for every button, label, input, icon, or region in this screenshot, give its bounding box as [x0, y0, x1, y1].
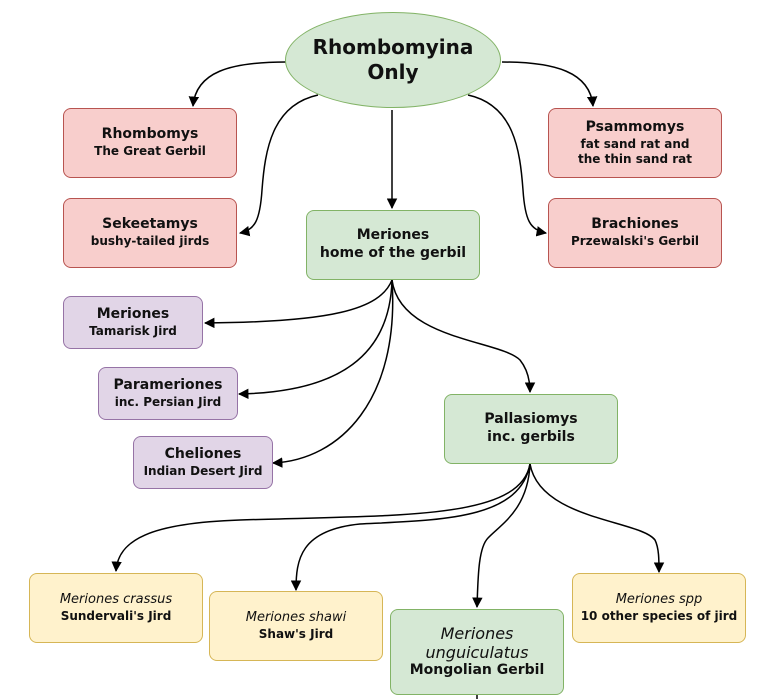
- node-brachiones[interactable]: Brachiones Przewalski's Gerbil: [548, 198, 722, 268]
- edge-pallasiomys-spp: [529, 463, 665, 574]
- node-cheliones[interactable]: Cheliones Indian Desert Jird: [133, 436, 273, 489]
- node-title: Parameriones: [113, 376, 223, 393]
- species-name: Meriones spp: [615, 592, 703, 607]
- node-subtitle: Przewalski's Gerbil: [570, 234, 700, 249]
- node-pallasiomys[interactable]: Pallasiomys inc. gerbils: [444, 394, 618, 464]
- node-sekeetamys[interactable]: Sekeetamys bushy-tailed jirds: [63, 198, 237, 268]
- edge-meriones-tamarisk: [203, 279, 393, 329]
- species-common-name: Mongolian Gerbil: [409, 662, 545, 679]
- edge-meriones-pallasiomys: [391, 279, 536, 394]
- edge-root-psammomys: [501, 61, 598, 108]
- node-subtitle: Indian Desert Jird: [143, 463, 263, 478]
- node-title: Meriones: [96, 305, 170, 322]
- node-title: Psammomys: [585, 118, 685, 135]
- node-title: Sekeetamys: [102, 216, 198, 233]
- species-name: Meriones crassus: [59, 592, 173, 607]
- root-title-line1: Rhombomyina: [312, 35, 474, 59]
- node-meriones-spp[interactable]: Meriones spp 10 other species of jird: [572, 573, 746, 643]
- node-subgenus-meriones[interactable]: Meriones Tamarisk Jird: [63, 296, 203, 349]
- species-common-name: 10 other species of jird: [580, 608, 738, 623]
- node-meriones[interactable]: Meriones home of the gerbil: [306, 210, 480, 280]
- node-subtitle-line2: the thin sand rat: [577, 151, 692, 166]
- node-subtitle: Tamarisk Jird: [89, 323, 177, 338]
- root-node-rhombomyina[interactable]: Rhombomyina Only: [285, 12, 501, 108]
- edge-root-rhombomys: [188, 61, 287, 108]
- node-subtitle-line1: fat sand rat and: [580, 136, 690, 151]
- node-psammomys[interactable]: Psammomys fat sand rat and the thin sand…: [548, 108, 722, 178]
- node-subtitle: The Great Gerbil: [94, 144, 206, 159]
- edge-pallasiomys-crassus: [111, 463, 531, 573]
- node-title: Pallasiomys: [484, 411, 578, 428]
- node-subtitle: inc. gerbils: [487, 429, 575, 445]
- species-name-line2: unguiculatus: [425, 643, 529, 663]
- node-meriones-unguiculatus[interactable]: Meriones unguiculatus Mongolian Gerbil: [390, 609, 564, 695]
- species-name: Meriones shawi: [245, 610, 347, 625]
- node-title: Brachiones: [591, 216, 679, 233]
- node-title: Rhombomys: [101, 126, 199, 143]
- node-parameriones[interactable]: Parameriones inc. Persian Jird: [98, 367, 238, 420]
- node-title: Cheliones: [164, 445, 242, 462]
- node-title: Meriones: [356, 227, 430, 244]
- edge-pallasiomys-shawi: [290, 463, 531, 592]
- edge-meriones-cheliones: [271, 279, 394, 468]
- edge-pallasiomys-unguiculatus: [472, 463, 531, 609]
- node-rhombomys[interactable]: Rhombomys The Great Gerbil: [63, 108, 237, 178]
- species-common-name: Shaw's Jird: [258, 626, 334, 641]
- root-title-line2: Only: [367, 60, 419, 84]
- edge-root-sekeetamys: [238, 94, 319, 237]
- edge-root-brachiones: [467, 94, 548, 237]
- node-subtitle: bushy-tailed jirds: [90, 234, 210, 249]
- species-common-name: Sundervali's Jird: [60, 608, 172, 623]
- species-name-line1: Meriones: [440, 623, 514, 643]
- node-subtitle: home of the gerbil: [319, 245, 467, 261]
- edge-meriones-parameriones: [237, 279, 393, 400]
- node-meriones-shawi[interactable]: Meriones shawi Shaw's Jird: [209, 591, 383, 661]
- node-meriones-crassus[interactable]: Meriones crassus Sundervali's Jird: [29, 573, 203, 643]
- node-subtitle: inc. Persian Jird: [114, 394, 222, 409]
